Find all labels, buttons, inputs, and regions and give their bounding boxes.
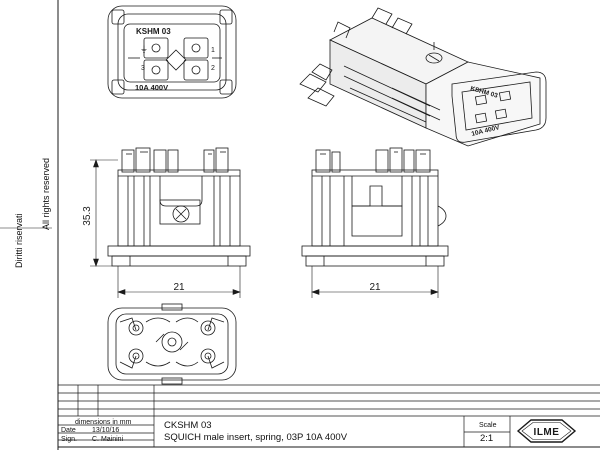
dimension-width-side-label: 21	[369, 282, 381, 293]
dimension-height-label: 35.3	[82, 206, 93, 226]
date-label: Date	[61, 427, 76, 434]
dimension-width-front	[117, 266, 241, 298]
pin-label-ground: ⏚	[140, 45, 148, 54]
ilme-logo	[516, 419, 577, 443]
title-block-grid	[58, 384, 600, 447]
drawing-description: SQUICH male insert, spring, 03P 10A 400V	[164, 432, 348, 443]
dimension-width-side	[311, 266, 439, 298]
side-elevation-view	[301, 147, 449, 267]
front-elevation-view	[107, 147, 251, 267]
scale-label: Scale	[479, 422, 497, 429]
isometric-view	[299, 7, 547, 147]
rights-note-english: All rights reserved	[41, 157, 51, 230]
pin-label-2: 2	[211, 65, 215, 72]
sign-label: Sign.	[61, 436, 77, 443]
dimensions-note: dimensions in mm	[75, 419, 132, 426]
scale-value: 2:1	[480, 433, 494, 444]
front-face-rating: 10A 400V	[135, 83, 168, 92]
ilme-logo-text: ILME	[534, 427, 560, 438]
dimension-height	[90, 159, 118, 267]
pin-label-1: 1	[211, 47, 215, 54]
pin-label-3: 3	[141, 65, 145, 72]
rights-note-italian: Diritti riservati	[14, 213, 24, 268]
drawing-code: CKSHM 03	[164, 420, 212, 431]
front-face-view	[107, 5, 237, 99]
dimension-width-front-label: 21	[173, 282, 185, 293]
rear-face-view	[107, 303, 237, 385]
date-value: 13/10/16	[92, 427, 120, 434]
front-face-part-label: KSHM 03	[136, 27, 171, 36]
sign-value: C. Mainini	[92, 436, 124, 443]
